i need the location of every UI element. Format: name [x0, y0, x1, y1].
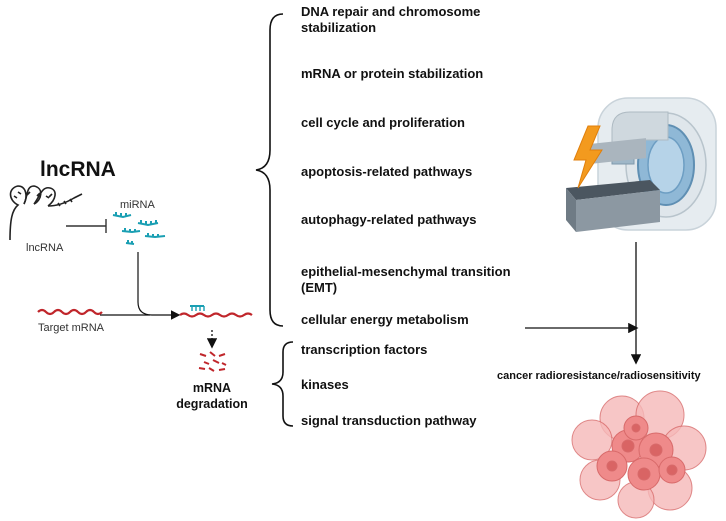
lncrna-icon	[9, 185, 83, 241]
bound-mrna-icon	[179, 305, 253, 318]
mechanism-item: apoptosis-related pathways	[301, 164, 473, 179]
mechanism-item: DNA repair and chromosome stabilization	[301, 4, 481, 35]
binding-arrow	[137, 252, 181, 320]
diagram-title: lncRNA	[40, 158, 116, 181]
outcome-label: cancer radioresistance/radiosensitivity	[497, 370, 701, 382]
inhibition-arrow	[66, 219, 107, 233]
lncrna-label: lncRNA	[26, 242, 64, 254]
mechanism-item: signal transduction pathway	[301, 413, 477, 428]
mirna-icon	[112, 212, 166, 245]
mechanism-item: mRNA or protein stabilization	[301, 66, 484, 81]
mechanism-item: kinases	[301, 377, 349, 392]
mirna-label: miRNA	[120, 199, 155, 211]
mechanisms-brace-1	[255, 13, 284, 327]
mechanisms-brace-2	[271, 341, 294, 427]
degraded-mrna-icon	[198, 351, 227, 372]
tumor-icon	[571, 390, 707, 519]
mechanism-item: autophagy-related pathways	[301, 212, 477, 227]
radiotherapy-machine-icon	[566, 97, 717, 232]
lightning-icon	[573, 125, 603, 189]
mechanism-item: cellular energy metabolism	[301, 312, 469, 327]
mechanism-item: epithelial-mesenchymal transition (EMT)	[301, 264, 511, 295]
target-mrna-icon	[37, 308, 103, 316]
mechanism-item: transcription factors	[301, 342, 428, 357]
target-mrna-label: Target mRNA	[38, 322, 105, 334]
mechanism-item: cell cycle and proliferation	[301, 115, 465, 130]
mrna-degradation-label: mRNA degradation	[176, 381, 248, 411]
